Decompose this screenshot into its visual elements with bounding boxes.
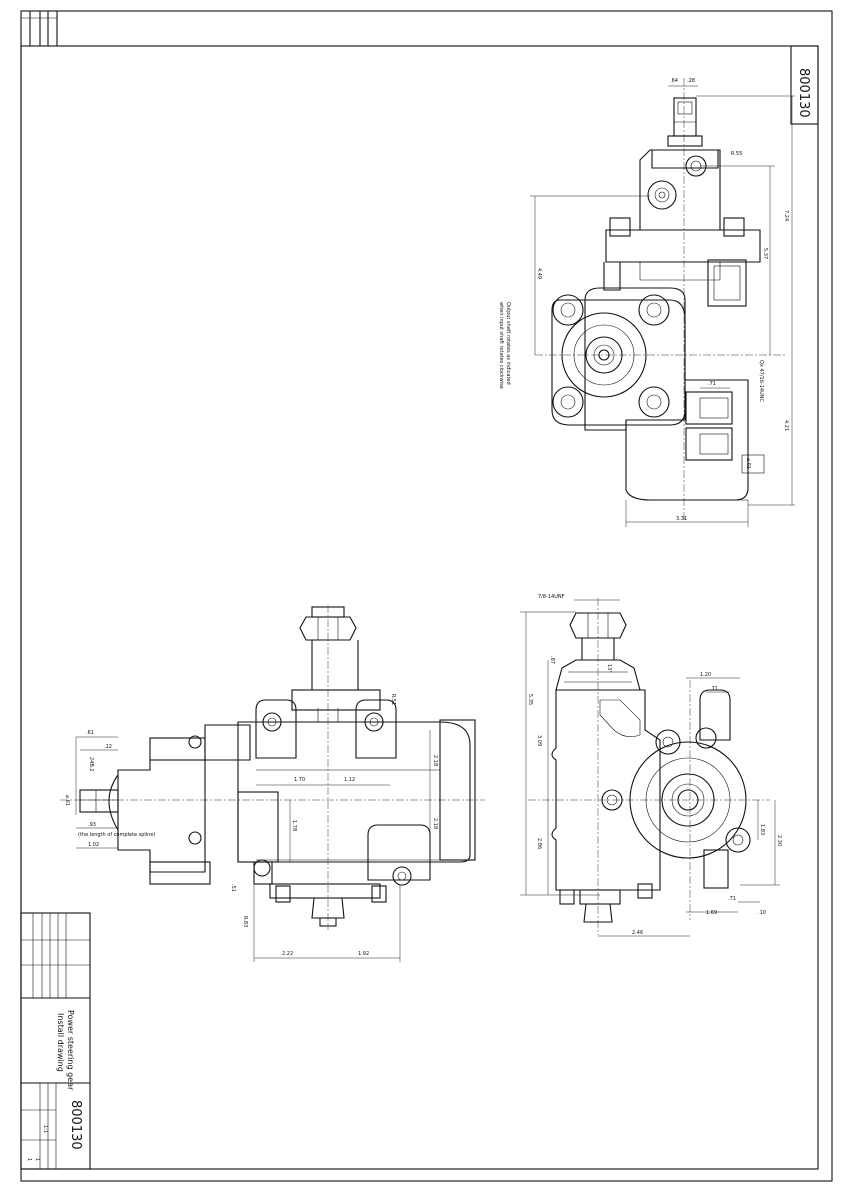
dim-012: .12 bbox=[104, 744, 112, 750]
dim-178: 1.78 bbox=[291, 820, 297, 831]
dim-218b: 2.18 bbox=[432, 818, 438, 829]
title-line-1: Power steering gear bbox=[66, 1010, 75, 1091]
outer-border bbox=[20, 10, 833, 1182]
dim-535: 5.35 bbox=[527, 694, 533, 705]
dim-183: 1.83 bbox=[759, 824, 765, 835]
dim-r055: R.55 bbox=[731, 151, 742, 157]
dim-230: 2.30 bbox=[776, 835, 782, 846]
dim-071-end: .71 bbox=[710, 686, 718, 692]
dim-071-top: .71 bbox=[708, 381, 716, 387]
dim-246: 2.46 bbox=[632, 930, 643, 936]
dim-r051: R.51 bbox=[390, 694, 396, 705]
top-view bbox=[530, 78, 795, 527]
dim-169: 1.69 bbox=[706, 910, 717, 916]
dim-537: 5.37 bbox=[762, 248, 768, 259]
dim-309: 3.09 bbox=[536, 735, 542, 746]
dim-thread-top: Qx 47/16-14UNC bbox=[758, 360, 764, 402]
dim-087: .87 bbox=[549, 656, 555, 664]
title-line-2: Install drawing bbox=[56, 1013, 65, 1072]
top-left-strip bbox=[21, 11, 58, 46]
drawing-number: 800130 bbox=[796, 68, 811, 118]
dim-102: 1.02 bbox=[88, 842, 99, 848]
dim-tol: ⌀.01 bbox=[745, 458, 751, 469]
dim-449: 4.49 bbox=[536, 268, 542, 279]
spline-note: (the length of complete spline) bbox=[78, 832, 155, 838]
dim-010: .10 bbox=[758, 910, 766, 916]
rotation-note-line1: Output shaft rotates as indicated bbox=[505, 302, 511, 385]
dim-724: 7.24 bbox=[783, 210, 789, 221]
inner-border bbox=[20, 45, 819, 1170]
dim-218a: 2.18 bbox=[432, 755, 438, 766]
dim-331: 3.31 bbox=[676, 516, 687, 522]
dim-051: .51 bbox=[230, 884, 236, 892]
dim-421: 4.21 bbox=[783, 420, 789, 431]
dim-r083: R.83 bbox=[242, 916, 248, 927]
dim-170: 1.70 bbox=[294, 777, 305, 783]
rotation-note-line2: when input shaft rotates clockwise bbox=[498, 302, 504, 389]
dim-120: 1.20 bbox=[700, 672, 711, 678]
dim-24b: 24B.2 bbox=[88, 757, 94, 772]
dim-angle: 13° bbox=[606, 664, 612, 673]
title-scale: 1:1 bbox=[42, 1125, 48, 1133]
title-block bbox=[20, 912, 91, 1170]
dim-dia061: ⌀.61 bbox=[64, 795, 70, 806]
drawing-number-box: 800130 bbox=[790, 45, 819, 125]
dim-061: .61 bbox=[86, 730, 94, 736]
title-sheet: 1 bbox=[26, 1158, 32, 1161]
dim-286: 2.86 bbox=[536, 838, 542, 849]
dim-112: 1.12 bbox=[344, 777, 355, 783]
dim-028: .28 bbox=[687, 78, 695, 84]
dim-064: .64 bbox=[670, 78, 678, 84]
dim-071b: .71 bbox=[728, 896, 736, 902]
title-drawing-number: 800130 bbox=[68, 1100, 83, 1150]
dim-thread-end: 7/8-14UNF bbox=[538, 594, 565, 600]
dim-093: .93 bbox=[88, 822, 96, 828]
end-view bbox=[520, 598, 780, 937]
dim-222: 2.22 bbox=[282, 951, 293, 957]
dim-192: 1.92 bbox=[358, 951, 369, 957]
side-view bbox=[60, 605, 485, 962]
title-sheets: 1 bbox=[34, 1158, 40, 1161]
